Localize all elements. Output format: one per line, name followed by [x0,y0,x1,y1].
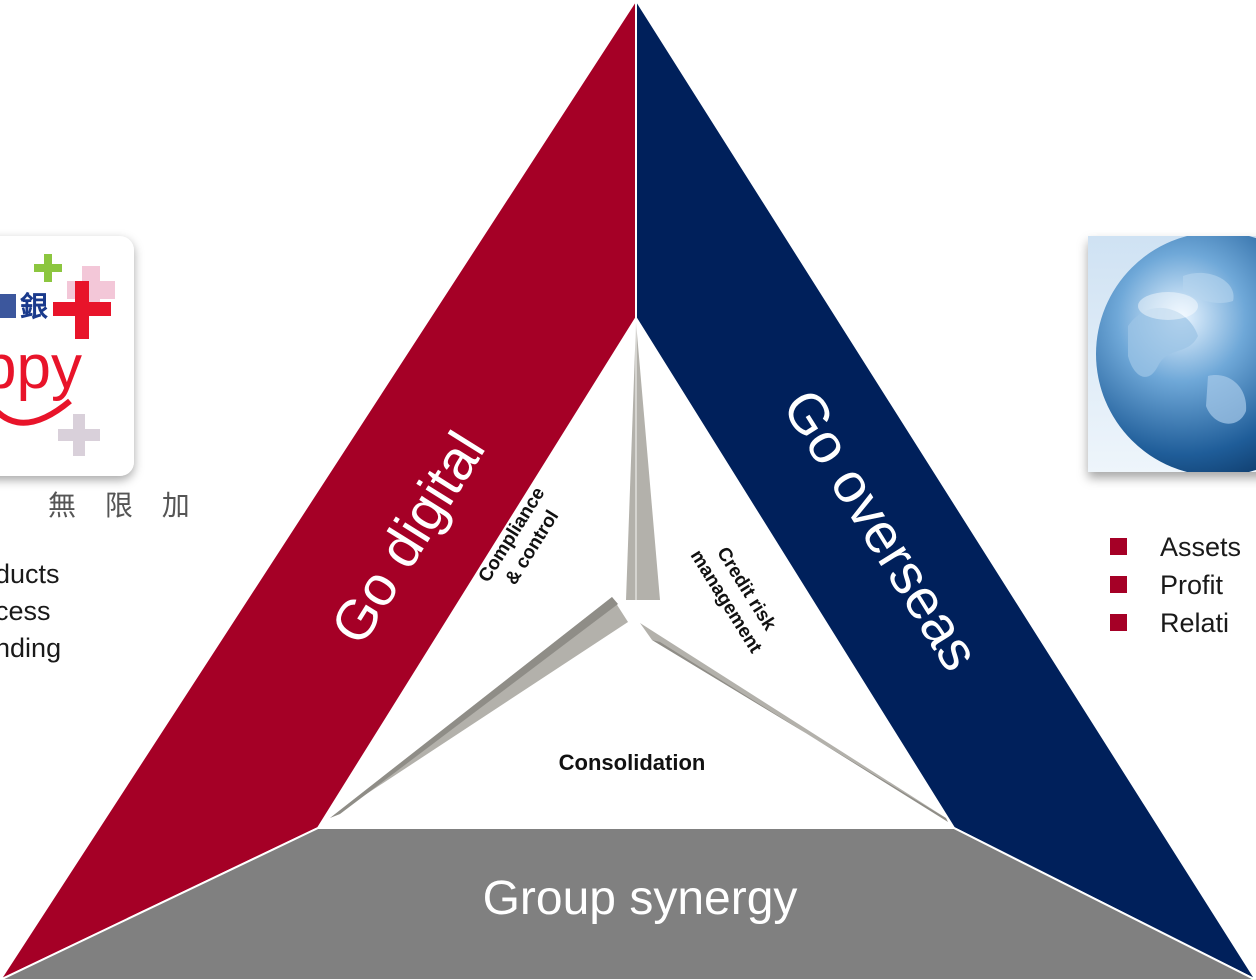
left-item: anding [0,633,62,663]
left-item-list: oducts ocess anding [0,556,61,667]
left-item: oducts [0,559,60,589]
logo-caption: 無 限 加 [48,489,200,522]
top-blade [626,322,660,600]
logo-red-plus-icon [53,281,111,339]
consolidation-label: Consolidation [559,750,706,775]
right-item-label: Profit [1160,570,1224,600]
logo-word-text: ppy [0,333,82,402]
right-item: Assets [1110,528,1241,566]
base-label: Group synergy [483,872,798,925]
right-item-label: Relati [1160,608,1230,638]
bullet-square-icon [1110,576,1127,594]
inner-blades [330,322,948,822]
globe-image [1088,236,1256,472]
logo-green-plus-icon [34,254,62,282]
globe-icon [1088,236,1256,472]
right-blade [640,623,946,818]
logo-artwork: 銀 ppy [0,236,134,476]
right-item: Profit [1110,566,1241,604]
right-item-list: Assets Profit Relati [1110,528,1241,642]
right-item-label: Assets [1160,532,1242,562]
right-item: Relati [1110,604,1241,642]
bullet-square-icon [1110,614,1127,632]
logo-cjk-text: 銀 [20,291,48,322]
left-item: ocess [0,596,51,626]
bank-app-logo: 銀 ppy [0,236,134,476]
bullet-square-icon [1110,538,1127,556]
logo-grey-plus-icon [58,414,100,456]
